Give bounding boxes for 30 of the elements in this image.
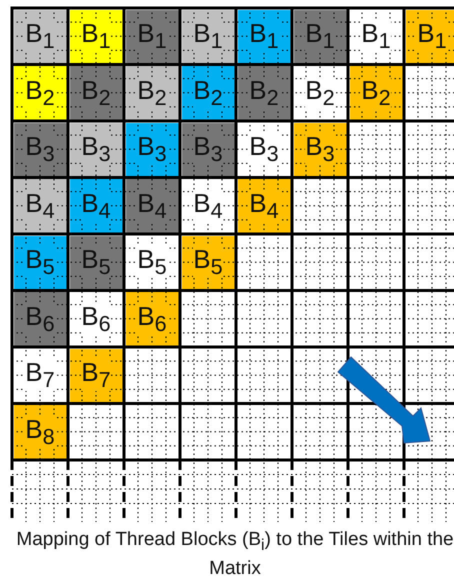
matrix-tile: B$_{7}$ <box>70 348 122 402</box>
matrix-tile: B$_{2}$ <box>238 66 290 120</box>
matrix-tile: B$_{5}$ <box>70 236 122 289</box>
matrix-tile: B$_{3}$ <box>70 122 122 176</box>
matrix-tile: B$_{4}$ <box>14 179 66 232</box>
matrix-tile: B$_{1}$ <box>238 10 290 63</box>
matrix-tile: B$_{4}$ <box>238 179 290 232</box>
matrix-tile: B$_{2}$ <box>182 66 234 120</box>
matrix-tile: B$_{2}$ <box>350 66 402 120</box>
matrix-tile: B$_{2}$ <box>14 66 66 120</box>
matrix-tile: B$_{3}$ <box>126 122 178 176</box>
matrix-tile: B$_{3}$ <box>14 122 66 176</box>
matrix-tile: B$_{6}$ <box>126 292 178 346</box>
matrix-tile: B$_{1}$ <box>406 10 454 63</box>
matrix-tile: B$_{1}$ <box>182 10 234 63</box>
matrix-tile: B$_{1}$ <box>70 10 122 63</box>
matrix-tile: B$_{4}$ <box>70 179 122 232</box>
matrix-tile: B$_{4}$ <box>126 179 178 232</box>
caption: Mapping of Thread Blocks (B$_{i}$) to the Tiles within the Matrix <box>15 528 454 580</box>
matrix-tile: B$_{6}$ <box>14 292 66 346</box>
matrix-tile: B$_{1}$ <box>14 10 66 63</box>
matrix-tile: B$_{2}$ <box>70 66 122 120</box>
matrix-tile: B$_{5}$ <box>182 236 234 289</box>
matrix-tile: B$_{1}$ <box>294 10 346 63</box>
matrix-tile: B$_{2}$ <box>126 66 178 120</box>
matrix-tile: B$_{5}$ <box>14 236 66 289</box>
matrix-tile: B$_{8}$ <box>14 405 66 458</box>
matrix-tile: B$_{1}$ <box>126 10 178 63</box>
matrix-tile: B$_{3}$ <box>294 122 346 176</box>
matrix-tile: B$_{3}$ <box>182 122 234 176</box>
